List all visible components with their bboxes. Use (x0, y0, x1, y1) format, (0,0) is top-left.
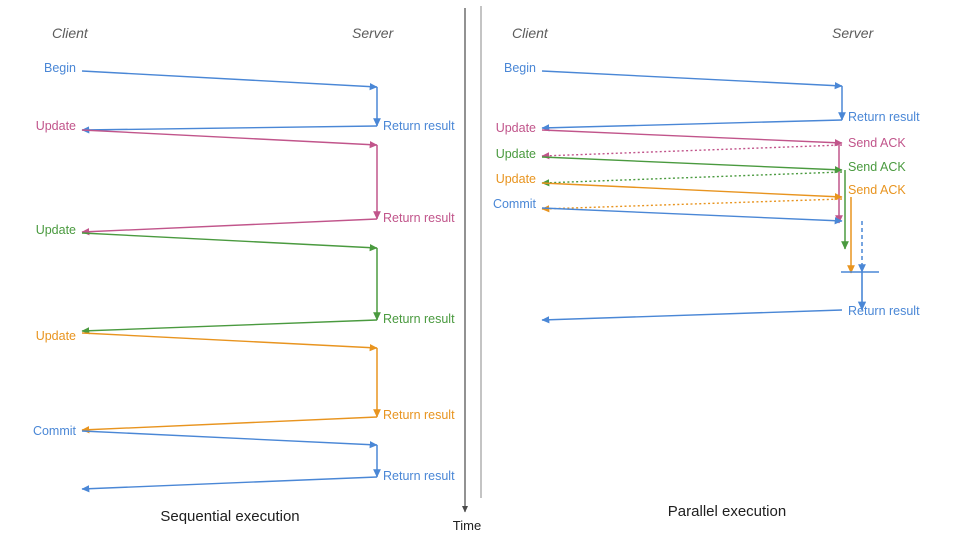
message-arrow (541, 156, 843, 174)
message-arrow (541, 119, 843, 132)
message-label: Update (496, 172, 536, 186)
message-label: Send ACK (848, 160, 906, 174)
lane-title-client: Client (512, 25, 549, 41)
lane-title-server: Server (352, 25, 395, 41)
message-arrow (81, 218, 378, 236)
lane-title-client: Client (52, 25, 89, 41)
message-label: Commit (33, 424, 77, 438)
message-label: Return result (848, 110, 920, 124)
message-arrow (541, 171, 843, 187)
lane-title-server: Server (832, 25, 875, 41)
message-label: Return result (383, 408, 455, 422)
message-arrow (81, 129, 378, 149)
message-arrow (541, 207, 843, 225)
message-label: Update (36, 119, 76, 133)
message-arrow (541, 129, 843, 147)
message-label: Commit (493, 197, 537, 211)
message-arrow (81, 70, 378, 91)
message-arrow (541, 144, 843, 160)
time-axis-label: Time (453, 518, 481, 533)
message-label: Return result (383, 469, 455, 483)
message-arrow (81, 319, 378, 335)
message-label: Send ACK (848, 136, 906, 150)
message-label: Update (36, 223, 76, 237)
message-label: Update (496, 147, 536, 161)
message-arrow (81, 416, 378, 434)
message-arrow (541, 309, 843, 324)
message-label: Update (36, 329, 76, 343)
message-label: Begin (44, 61, 76, 75)
message-label: Send ACK (848, 183, 906, 197)
message-label: Return result (383, 119, 455, 133)
message-arrow (81, 332, 378, 352)
message-arrow (541, 198, 843, 213)
message-arrow (81, 232, 378, 252)
message-label: Return result (383, 312, 455, 326)
message-arrow (81, 125, 378, 134)
message-arrow (541, 182, 843, 201)
panel-caption: Parallel execution (668, 503, 786, 520)
message-label: Return result (848, 304, 920, 318)
message-label: Return result (383, 211, 455, 225)
message-label: Begin (504, 61, 536, 75)
message-arrow (81, 430, 378, 449)
message-arrow (541, 70, 843, 90)
message-arrow (81, 476, 378, 493)
message-label: Update (496, 121, 536, 135)
panel-caption: Sequential execution (160, 508, 299, 525)
